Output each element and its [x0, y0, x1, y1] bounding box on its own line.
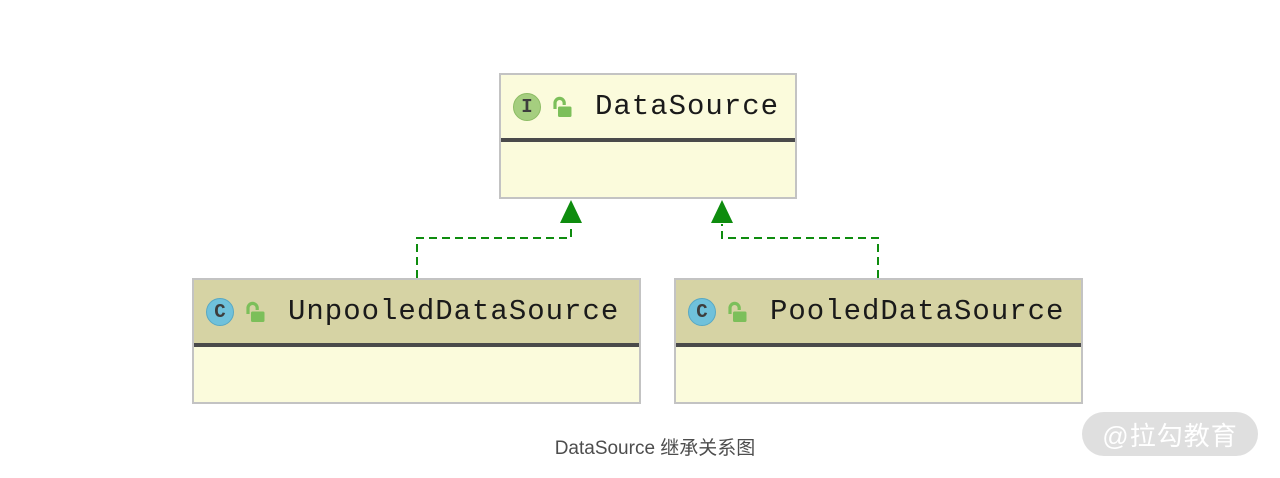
node-unpooleddatasource: C UnpooledDataSource	[192, 278, 641, 404]
node-pooleddatasource: C PooledDataSource	[674, 278, 1083, 404]
arrowhead-right-icon	[711, 200, 733, 223]
node-datasource-header: I DataSource	[501, 75, 795, 142]
arrowhead-left-icon	[560, 200, 582, 223]
interface-badge-icon: I	[513, 92, 541, 121]
node-unpooleddatasource-header: C UnpooledDataSource	[194, 280, 639, 347]
class-badge-icon: C	[206, 297, 234, 326]
class-badge-icon: C	[688, 297, 716, 326]
public-open-lock-icon	[553, 96, 572, 117]
watermark-badge: @拉勾教育	[1082, 412, 1258, 456]
edge-pooled-to-datasource	[721, 224, 879, 278]
public-open-lock-icon	[246, 301, 265, 322]
node-pooleddatasource-header: C PooledDataSource	[676, 280, 1081, 347]
diagram-caption: DataSource 继承关系图	[554, 438, 756, 459]
node-datasource: I DataSource	[499, 73, 797, 199]
node-datasource-title: DataSource	[595, 90, 780, 123]
edge-unpooled-to-datasource	[416, 224, 572, 278]
node-unpooleddatasource-title: UnpooledDataSource	[288, 295, 620, 328]
public-open-lock-icon	[728, 301, 747, 322]
node-pooleddatasource-title: PooledDataSource	[770, 295, 1065, 328]
